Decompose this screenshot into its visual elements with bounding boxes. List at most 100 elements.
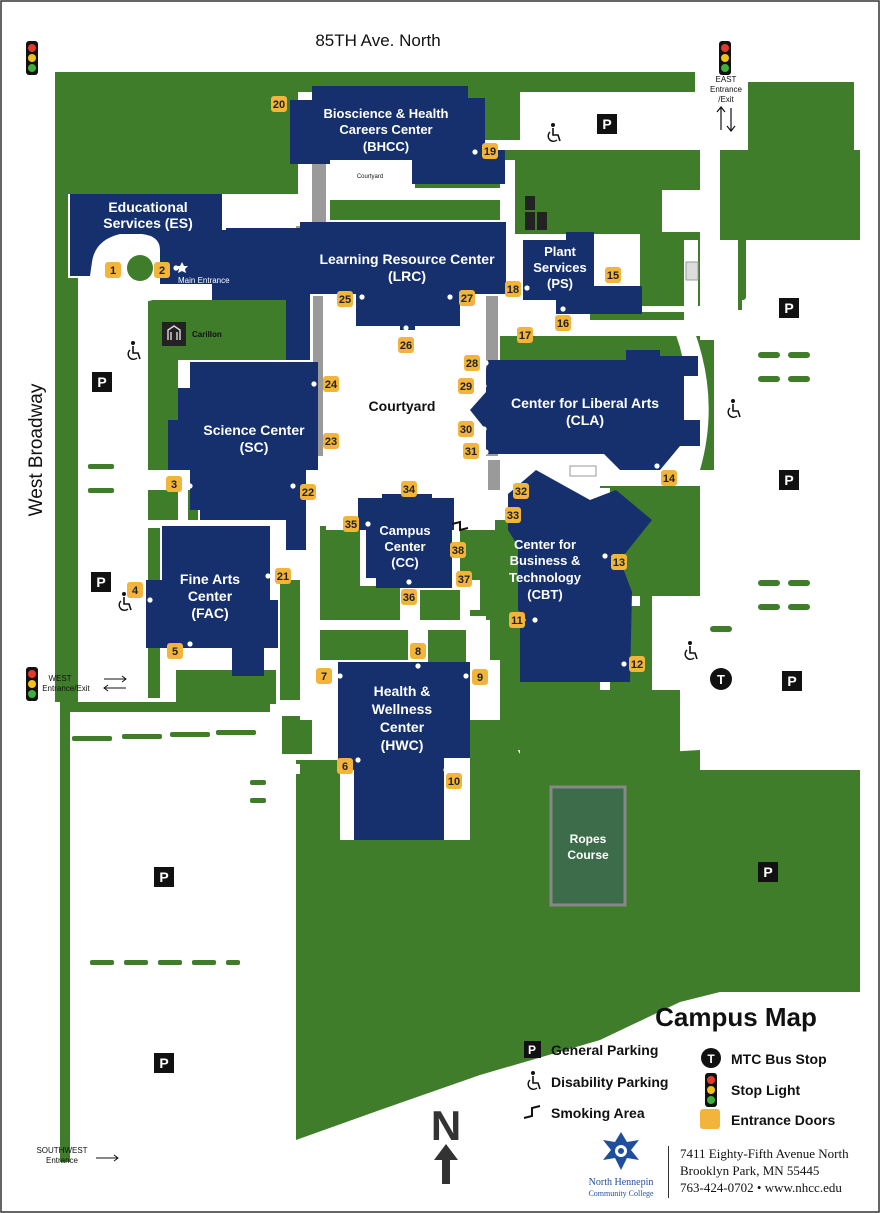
es-rotunda: [127, 255, 153, 281]
entrance-door-18[interactable]: 18: [505, 281, 521, 297]
entrance-door-36[interactable]: 36: [401, 589, 417, 605]
door-dot: [602, 553, 608, 559]
parking-sign-icon: P: [758, 862, 778, 882]
building-es[interactable]: [70, 194, 300, 300]
door-dot: [415, 663, 421, 669]
entrance-door-3[interactable]: 3: [166, 476, 182, 492]
door-dot: [337, 673, 343, 679]
svg-text:P: P: [97, 374, 106, 390]
building-bhcc[interactable]: [290, 86, 505, 184]
bhcc-courtyard-label: Courtyard: [357, 174, 383, 180]
building-lrc[interactable]: [300, 222, 506, 330]
entrance-door-11[interactable]: 11: [509, 612, 525, 628]
svg-text:T: T: [707, 1052, 715, 1066]
building-hwc[interactable]: [338, 662, 470, 840]
bhcc-label-2: Careers Center: [339, 122, 432, 137]
hwc-label-4: (HWC): [381, 737, 424, 753]
door-badge: [105, 262, 121, 278]
building-sc[interactable]: [168, 362, 318, 550]
entrance-door-32[interactable]: 32: [513, 483, 529, 499]
entrance-door-15[interactable]: 15: [605, 267, 621, 283]
building-ps[interactable]: [523, 232, 642, 314]
entrance-door-4[interactable]: 4: [127, 582, 143, 598]
cigarette-icon: [451, 520, 469, 532]
door-number: 32: [515, 486, 527, 498]
door-badge: [505, 281, 521, 297]
building-cbt[interactable]: [508, 470, 652, 682]
door-dot: [94, 265, 100, 271]
door-number: 11: [511, 615, 523, 627]
svg-text:T: T: [717, 672, 725, 687]
door-badge: [337, 291, 353, 307]
entrance-door-2[interactable]: 2: [154, 262, 170, 278]
entrance-door-37[interactable]: 37: [456, 571, 472, 587]
entrance-door-23[interactable]: 23: [323, 433, 339, 449]
entrance-door-33[interactable]: 33: [505, 507, 521, 523]
entrance-door-35[interactable]: 35: [343, 516, 359, 532]
door-badge: [472, 669, 488, 685]
entrance-door-29[interactable]: 29: [458, 378, 474, 394]
door-badge: [127, 582, 143, 598]
entrance-door-16[interactable]: 16: [555, 315, 571, 331]
east-entrance-arrow-icon: [716, 106, 726, 130]
parking-sign-icon: P: [154, 867, 174, 887]
entrance-door-17[interactable]: 17: [517, 327, 533, 343]
entrance-door-24[interactable]: 24: [323, 376, 339, 392]
entrance-door-12[interactable]: 12: [629, 656, 645, 672]
entrance-door-21[interactable]: 21: [275, 568, 291, 584]
door-number: 29: [460, 381, 472, 393]
west-entrance-label-2: Entrance/Exit: [42, 684, 90, 693]
entrance-door-31[interactable]: 31: [463, 443, 479, 459]
entrance-door-26[interactable]: 26: [398, 337, 414, 353]
entrance-door-22[interactable]: 22: [300, 484, 316, 500]
entrance-door-34[interactable]: 34: [401, 481, 417, 497]
door-dot: [481, 383, 487, 389]
entrance-door-27[interactable]: 27: [459, 290, 475, 306]
legend-entrance-doors: Entrance Doors: [731, 1112, 835, 1128]
door-dot: [290, 483, 296, 489]
door-number: 18: [507, 284, 519, 296]
door-number: 34: [403, 484, 416, 496]
door-dot: [483, 449, 489, 455]
entrance-door-1[interactable]: 1: [105, 262, 121, 278]
west-entrance-label-1: WEST: [48, 674, 71, 683]
cc-label-3: (CC): [391, 555, 418, 570]
ropes-label-2: Course: [567, 848, 609, 862]
fac-label-3: (FAC): [191, 605, 228, 621]
ropes-label: Ropes: [570, 832, 607, 846]
door-badge: [555, 315, 571, 331]
entrance-door-13[interactable]: 13: [611, 554, 627, 570]
entrance-door-28[interactable]: 28: [464, 355, 480, 371]
building-fac[interactable]: [146, 526, 278, 676]
legend-stop-light: Stop Light: [731, 1082, 801, 1098]
door-number: 37: [458, 574, 470, 586]
lrc-label-2: (LRC): [388, 268, 426, 284]
entrance-door-25[interactable]: 25: [337, 291, 353, 307]
entrance-door-38[interactable]: 38: [450, 542, 466, 558]
door-badge: [337, 758, 353, 774]
entrance-door-30[interactable]: 30: [458, 421, 474, 437]
entrance-door-7[interactable]: 7: [316, 668, 332, 684]
entrance-door-8[interactable]: 8: [410, 643, 426, 659]
door-dot: [403, 325, 409, 331]
entrance-door-5[interactable]: 5: [167, 643, 183, 659]
entrance-door-10[interactable]: 10: [446, 773, 462, 789]
door-number: 33: [507, 510, 519, 522]
hwc-label-1: Health &: [374, 683, 431, 699]
entrance-door-6[interactable]: 6: [337, 758, 353, 774]
building-cla[interactable]: [470, 350, 700, 470]
entrance-door-19[interactable]: 19: [482, 143, 498, 159]
west-entrance-arrow-icon: [103, 675, 127, 692]
door-number: 38: [452, 545, 464, 557]
entrance-door-20[interactable]: 20: [271, 96, 287, 112]
entrance-door-9[interactable]: 9: [472, 669, 488, 685]
east-entrance-label-3: /Exit: [718, 95, 734, 104]
door-dot: [359, 294, 365, 300]
ropes-course[interactable]: [549, 785, 627, 907]
legend-smoking-area: Smoking Area: [551, 1105, 645, 1121]
entrance-door-14[interactable]: 14: [661, 470, 677, 486]
building-cc[interactable]: [358, 494, 454, 588]
door-badge: [456, 571, 472, 587]
lrc-label-1: Learning Resource Center: [319, 251, 495, 267]
door-number: 25: [339, 294, 351, 306]
